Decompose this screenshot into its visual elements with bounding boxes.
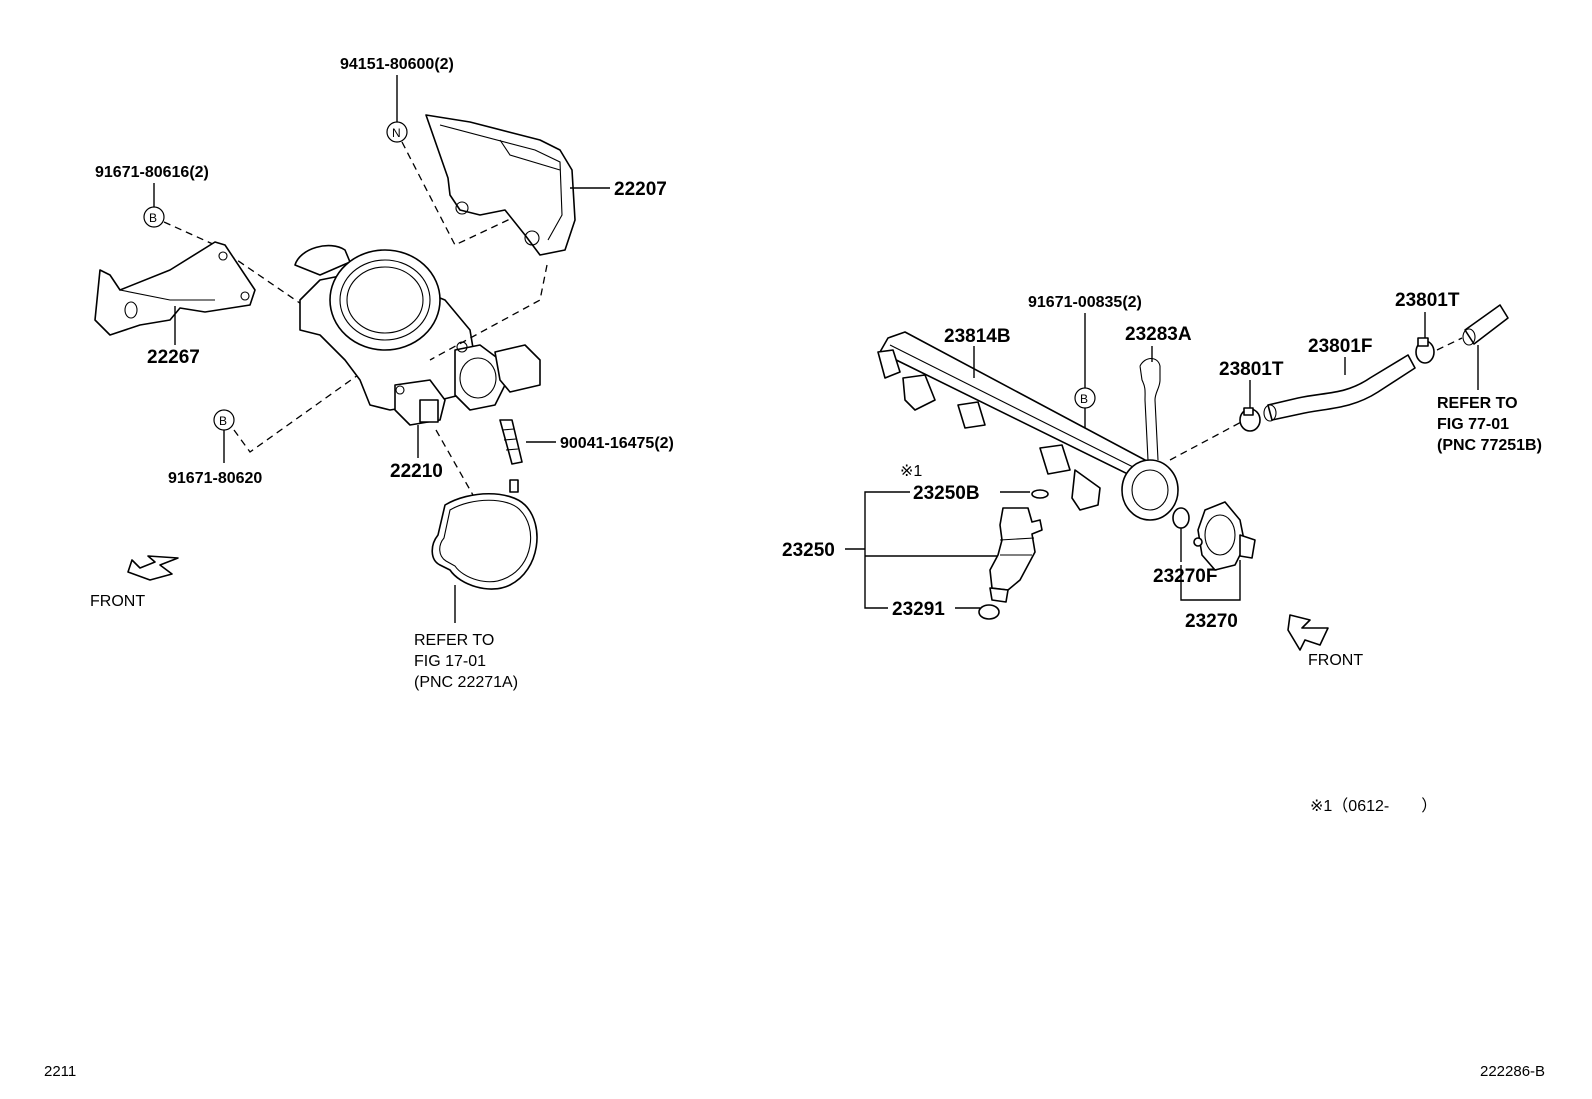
o-ring-23250B <box>1031 489 1049 499</box>
label-91671-80616: 91671-80616(2) <box>95 164 209 181</box>
label-23270: 23270 <box>1185 611 1238 632</box>
o-ring-23270F <box>1172 507 1190 529</box>
label-23801T-a: 23801T <box>1219 359 1284 380</box>
refer-fig-77-01-line3: (PNC 77251B) <box>1437 437 1542 454</box>
o-ring-23291 <box>978 604 1000 620</box>
label-front-right: FRONT <box>1308 652 1363 669</box>
label-91671-00835: 91671-00835(2) <box>1028 294 1142 311</box>
label-22210: 22210 <box>390 461 443 482</box>
label-23801F: 23801F <box>1308 336 1372 357</box>
refer-fig-17-01-line1: REFER TO <box>414 632 494 649</box>
pressure-regulator-23270 <box>1193 501 1256 571</box>
injector-23250 <box>989 507 1043 603</box>
label-star1: ※1 <box>900 463 922 480</box>
svg-text:B: B <box>219 414 227 428</box>
refer-fig-77-01-line2: FIG 77-01 <box>1437 416 1509 433</box>
refer-fig-77-01-line1: REFER TO <box>1437 395 1518 412</box>
footer-diagram-id: 222286-B <box>1480 1063 1545 1080</box>
fuel-pipe <box>1462 304 1509 346</box>
label-91671-80620: 91671-80620 <box>168 470 262 487</box>
stud-90041 <box>499 419 523 465</box>
label-front-left: FRONT <box>90 593 145 610</box>
refer-fig-17-01-line2: FIG 17-01 <box>414 653 486 670</box>
label-23250B: 23250B <box>913 483 980 504</box>
throttle-body-22210 <box>294 244 541 426</box>
insulator-22207 <box>425 114 576 256</box>
footer-page-code: 2211 <box>44 1063 76 1080</box>
label-22267: 22267 <box>147 347 200 368</box>
fuel-rail-23814B <box>877 331 1179 521</box>
refer-fig-17-01-line3: (PNC 22271A) <box>414 674 518 691</box>
clip-23283A <box>1139 357 1161 461</box>
label-22207: 22207 <box>614 179 667 200</box>
footnote-star1-range: ※1（0612- ） <box>1310 797 1437 815</box>
svg-text:B: B <box>1080 392 1088 406</box>
marker-b-icon-3: B <box>1074 387 1096 409</box>
label-23270F: 23270F <box>1153 566 1217 587</box>
marker-n-icon: N <box>386 121 408 143</box>
svg-text:N: N <box>392 126 401 140</box>
bracket-22267 <box>94 241 256 336</box>
front-arrow-icon <box>127 555 179 581</box>
label-23250: 23250 <box>782 540 835 561</box>
label-23291: 23291 <box>892 599 945 620</box>
label-94151-80600: 94151-80600(2) <box>340 56 454 73</box>
label-23801T-b: 23801T <box>1395 290 1460 311</box>
marker-b-icon: B <box>143 206 165 228</box>
front-arrow-icon-right <box>1287 614 1329 651</box>
gasket <box>431 479 538 590</box>
label-23283A: 23283A <box>1125 324 1192 345</box>
label-90041-16475: 90041-16475(2) <box>560 435 674 452</box>
hose-clamp-23801T-a <box>1239 407 1261 432</box>
label-23814B: 23814B <box>944 326 1011 347</box>
marker-b-icon-2: B <box>213 409 235 431</box>
svg-text:B: B <box>149 211 157 225</box>
hose-clamp-23801T-b <box>1415 337 1435 364</box>
fuel-hose-23801F <box>1263 354 1416 422</box>
